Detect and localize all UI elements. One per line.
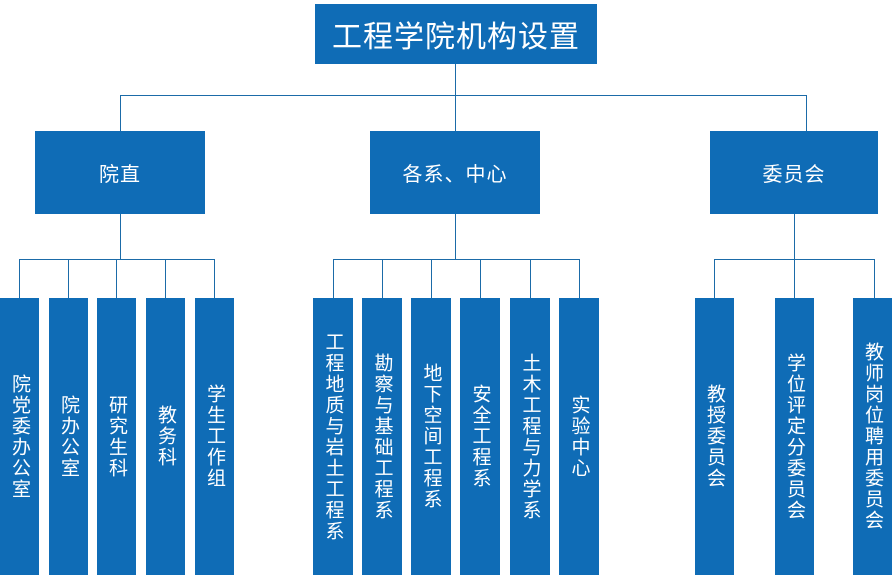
leaf-node-1-5[interactable]: 实验中心 bbox=[559, 298, 599, 575]
leaf-label: 教师岗位聘用委员会 bbox=[862, 342, 883, 531]
connector-branch0-leaf-4 bbox=[214, 259, 215, 298]
leaf-node-0-2[interactable]: 研究生科 bbox=[97, 298, 136, 575]
leaf-node-1-1[interactable]: 勘察与基础工程系 bbox=[362, 298, 402, 575]
leaf-label: 研究生科 bbox=[106, 394, 127, 479]
connector-branch1-leaf-0 bbox=[333, 259, 334, 298]
leaf-node-2-2[interactable]: 教师岗位聘用委员会 bbox=[853, 298, 892, 575]
leaf-label: 学位评定分委员会 bbox=[784, 352, 805, 521]
leaf-node-1-4[interactable]: 土木工程与力学系 bbox=[510, 298, 550, 575]
connector-branch0-stem bbox=[120, 214, 121, 259]
connector-branch-drop-1 bbox=[455, 95, 456, 131]
connector-branch-drop-2 bbox=[806, 95, 807, 131]
connector-branch1-leaf-1 bbox=[382, 259, 383, 298]
connector-branch2-stem bbox=[794, 214, 795, 259]
leaf-label: 学生工作组 bbox=[204, 384, 225, 489]
leaf-node-2-1[interactable]: 学位评定分委员会 bbox=[775, 298, 814, 575]
leaf-node-0-0[interactable]: 院党委办公室 bbox=[0, 298, 39, 575]
leaf-node-1-0[interactable]: 工程地质与岩土工程系 bbox=[313, 298, 353, 575]
leaf-label: 安全工程系 bbox=[469, 384, 491, 489]
leaf-label: 院党委办公室 bbox=[9, 373, 30, 500]
connector-root-stem bbox=[455, 64, 456, 95]
leaf-label: 土木工程与力学系 bbox=[519, 352, 541, 521]
connector-branch1-leaf-2 bbox=[431, 259, 432, 298]
connector-branch1-leaf-3 bbox=[480, 259, 481, 298]
leaf-label: 院办公室 bbox=[58, 394, 79, 479]
leaf-node-1-2[interactable]: 地下空间工程系 bbox=[411, 298, 451, 575]
connector-branch0-leaf-0 bbox=[19, 259, 20, 298]
connector-branch0-bus bbox=[19, 259, 215, 260]
leaf-label: 教授委员会 bbox=[704, 384, 725, 489]
connector-branch0-leaf-2 bbox=[116, 259, 117, 298]
leaf-node-0-3[interactable]: 教务科 bbox=[146, 298, 185, 575]
branch-node-0[interactable]: 院直 bbox=[35, 131, 205, 214]
leaf-label: 地下空间工程系 bbox=[420, 363, 442, 510]
connector-branch0-leaf-3 bbox=[165, 259, 166, 298]
branch-node-2[interactable]: 委员会 bbox=[710, 131, 878, 214]
leaf-node-2-0[interactable]: 教授委员会 bbox=[695, 298, 734, 575]
branch-node-1[interactable]: 各系、中心 bbox=[370, 131, 540, 214]
connector-branch1-bus bbox=[333, 259, 579, 260]
leaf-label: 实验中心 bbox=[568, 394, 590, 479]
leaf-node-1-3[interactable]: 安全工程系 bbox=[460, 298, 500, 575]
connector-branch2-leaf-2 bbox=[874, 259, 875, 298]
connector-root-bus bbox=[120, 95, 806, 96]
leaf-node-0-1[interactable]: 院办公室 bbox=[49, 298, 88, 575]
leaf-label: 教务科 bbox=[155, 405, 176, 468]
leaf-label: 工程地质与岩土工程系 bbox=[322, 331, 344, 542]
connector-branch1-leaf-5 bbox=[579, 259, 580, 298]
connector-branch1-stem bbox=[455, 214, 456, 259]
connector-branch-drop-0 bbox=[120, 95, 121, 131]
connector-branch0-leaf-1 bbox=[68, 259, 69, 298]
root-node-title[interactable]: 工程学院机构设置 bbox=[315, 4, 597, 64]
connector-branch1-leaf-4 bbox=[530, 259, 531, 298]
leaf-node-0-4[interactable]: 学生工作组 bbox=[195, 298, 234, 575]
connector-branch2-leaf-0 bbox=[714, 259, 715, 298]
leaf-label: 勘察与基础工程系 bbox=[371, 352, 393, 521]
connector-branch2-leaf-1 bbox=[794, 259, 795, 298]
